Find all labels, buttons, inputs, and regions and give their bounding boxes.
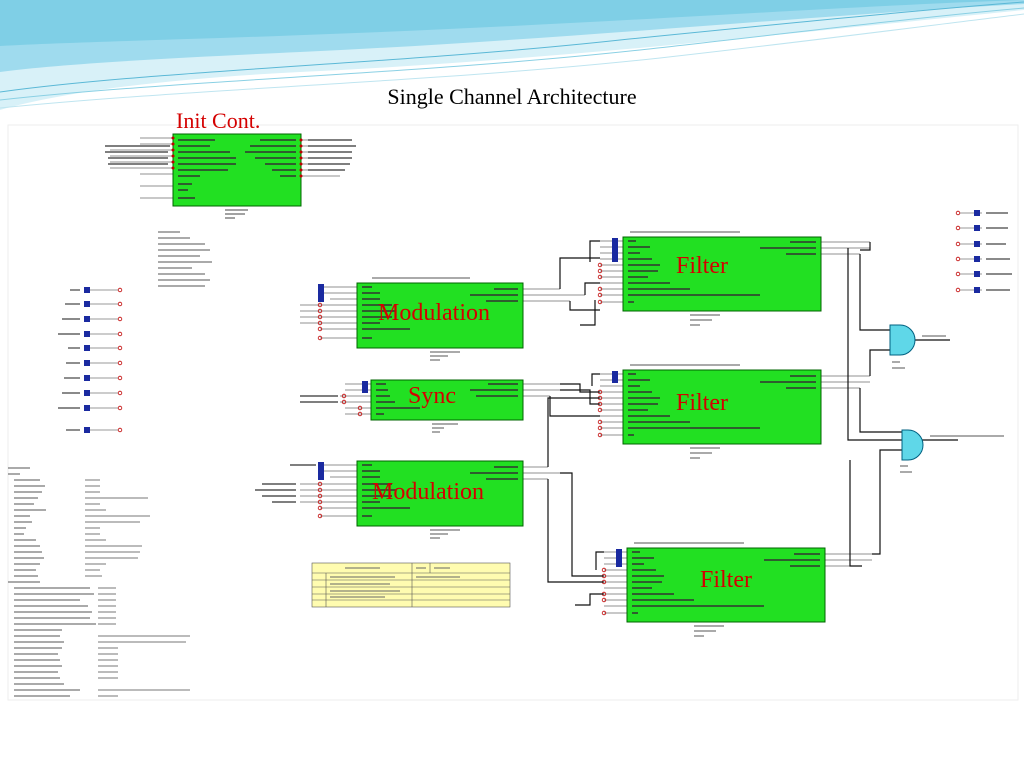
and-gate-icon	[901, 429, 924, 461]
filter-label-3: Filter	[700, 567, 752, 593]
init-cont-label: Init Cont.	[176, 108, 261, 133]
filter-block-3	[601, 542, 872, 637]
filter-label-2: Filter	[676, 390, 728, 416]
modulation-label-1: Modulation	[378, 300, 490, 326]
header-swoosh	[0, 0, 1024, 110]
init-controller-block	[105, 133, 356, 219]
filter-label-1: Filter	[676, 253, 728, 279]
slide-title: Single Channel Architecture	[387, 84, 637, 109]
modulation-block-2	[255, 460, 560, 539]
declarations-text	[8, 467, 190, 697]
modulation-label-2: Modulation	[372, 479, 484, 505]
and-gate-icon	[889, 324, 916, 356]
filter-block-2	[597, 364, 870, 459]
title-block-legend	[311, 562, 511, 608]
left-input-ports	[58, 287, 123, 433]
interconnect-wires	[547, 240, 958, 606]
package-list-text	[158, 231, 212, 287]
sync-block	[300, 379, 560, 433]
filter-block-1	[597, 231, 870, 326]
right-output-ports	[955, 210, 1012, 293]
sync-label: Sync	[408, 383, 456, 409]
modulation-block-1	[300, 277, 585, 361]
